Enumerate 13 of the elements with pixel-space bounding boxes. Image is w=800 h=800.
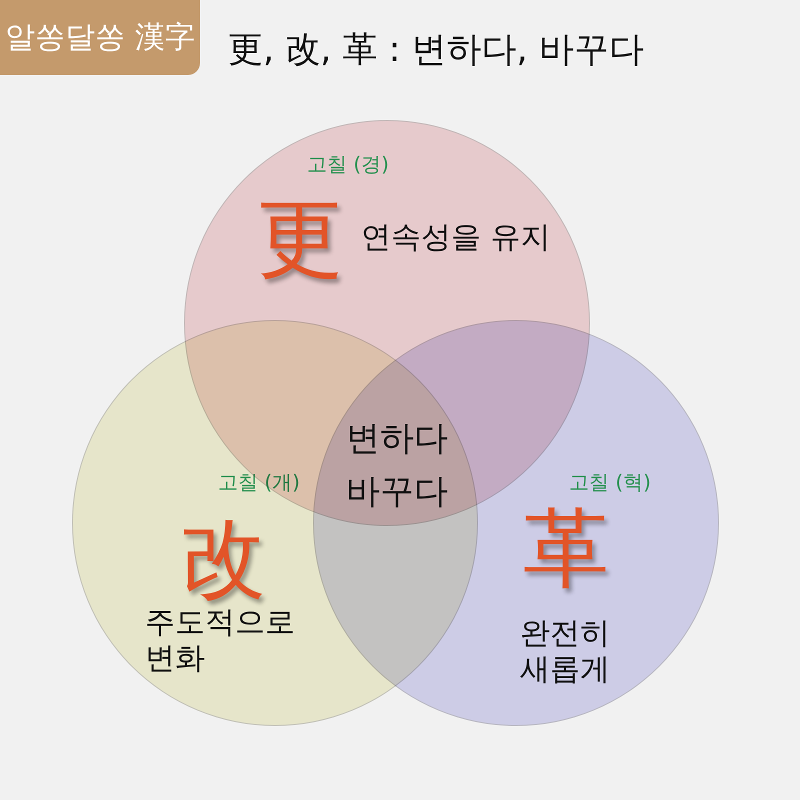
meaning-text: 완전히 새롭게 xyxy=(520,616,611,688)
reading-label: 고칠 (개) xyxy=(218,470,300,494)
meaning-text: 주도적으로 변화 xyxy=(145,605,296,677)
badge-text: 알쏭달쏭 漢字 xyxy=(5,19,195,57)
hanja-character: 革 xyxy=(523,506,609,592)
meaning-text: 연속성을 유지 xyxy=(361,220,552,256)
reading-label: 고칠 (경) xyxy=(307,152,389,176)
hanja-character: 改 xyxy=(180,516,266,602)
reading-label: 고칠 (혁) xyxy=(569,470,651,494)
overlap-text: 변하다 바꾸다 xyxy=(345,417,449,513)
title: 更, 改, 革 : 변하다, 바꾸다 xyxy=(228,29,644,72)
badge xyxy=(0,0,200,75)
hanja-character: 更 xyxy=(257,196,343,282)
